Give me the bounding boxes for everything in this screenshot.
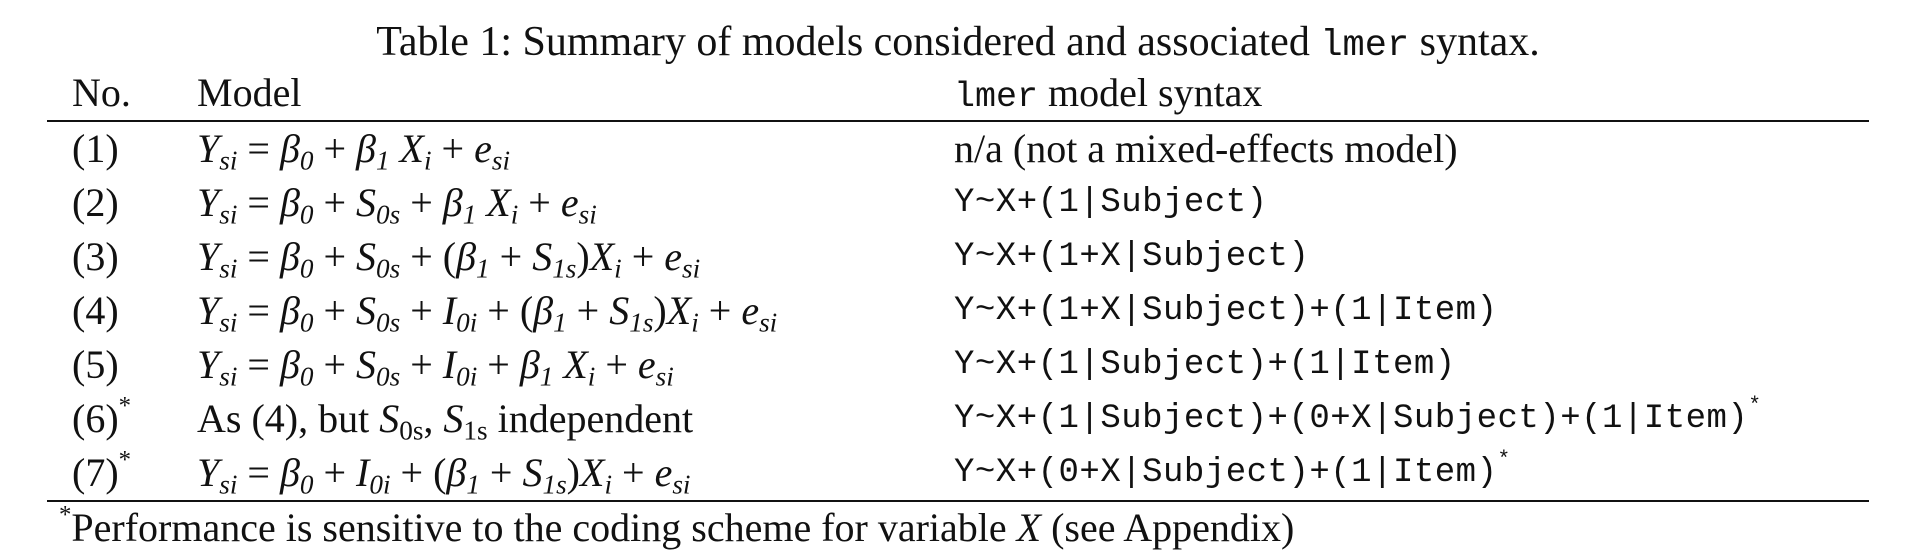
- row-number: (1): [72, 126, 119, 171]
- row-number: (3): [72, 234, 119, 279]
- table-row: (3) Ysi = β0 + S0s + (β1 + S1s)Xi + esi …: [47, 230, 1869, 284]
- model-formula: Ysi = β0 + S0s + I0i + (β1 + S1s)Xi + es…: [197, 288, 778, 338]
- model-syntax: Y~X+(1+X|Subject): [954, 238, 1310, 276]
- header-rule: [47, 120, 1869, 122]
- model-formula: Ysi = β0 + S0s + I0i + β1 Xi + esi: [197, 342, 674, 392]
- model-formula: Ysi = β0 + β1 Xi + esi: [197, 126, 511, 176]
- model-syntax: Y~X+(1+X|Subject)+(1|Item): [954, 292, 1498, 330]
- table-header-row: No. Model lmer model syntax: [47, 68, 1869, 120]
- table-body: (1) Ysi = β0 + β1 Xi + esi n/a (not a mi…: [47, 122, 1869, 500]
- header-syntax-code: lmer: [954, 77, 1039, 117]
- model-syntax: Y~X+(0+X|Subject)+(1|Item)*: [954, 448, 1511, 492]
- footnote-variable: X: [1016, 505, 1042, 550]
- table-footnote: *Performance is sensitive to the coding …: [47, 502, 1869, 558]
- table-row: (4) Ysi = β0 + S0s + I0i + (β1 + S1s)Xi …: [47, 284, 1869, 338]
- row-number: (4): [72, 288, 119, 333]
- model-syntax: n/a (not a mixed-effects model): [954, 126, 1458, 171]
- caption-suffix: syntax.: [1409, 19, 1540, 65]
- table-row: (6)* As (4), but S0s, S1s independent Y~…: [47, 392, 1869, 446]
- model-formula: As (4), but S0s, S1s independent: [197, 396, 694, 446]
- table-row: (5) Ysi = β0 + S0s + I0i + β1 Xi + esi Y…: [47, 338, 1869, 392]
- row-number: (7)*: [72, 446, 132, 495]
- model-syntax: Y~X+(1|Subject): [954, 184, 1268, 222]
- header-syntax: lmer model syntax: [954, 68, 1262, 122]
- table-row: (2) Ysi = β0 + S0s + β1 Xi + esi Y~X+(1|…: [47, 176, 1869, 230]
- caption-code: lmer: [1320, 25, 1410, 67]
- header-no: No.: [72, 70, 131, 115]
- row-number: (5): [72, 342, 119, 387]
- header-syntax-rest: model syntax: [1038, 70, 1263, 115]
- footer-rule: [47, 500, 1869, 502]
- table-caption: Table 1: Summary of models considered an…: [0, 14, 1916, 74]
- model-syntax: Y~X+(1|Subject)+(1|Item): [954, 346, 1456, 384]
- model-formula: Ysi = β0 + I0i + (β1 + S1s)Xi + esi: [197, 450, 691, 500]
- footnote-mark: *: [59, 501, 72, 529]
- row-number: (2): [72, 180, 119, 225]
- table-row: (7)* Ysi = β0 + I0i + (β1 + S1s)Xi + esi…: [47, 446, 1869, 500]
- model-syntax: Y~X+(1|Subject)+(0+X|Subject)+(1|Item)*: [954, 394, 1762, 438]
- footnote-text: *Performance is sensitive to the coding …: [59, 501, 1295, 550]
- model-formula: Ysi = β0 + S0s + (β1 + S1s)Xi + esi: [197, 234, 701, 284]
- row-number: (6)*: [72, 392, 132, 441]
- caption-prefix: Table 1: Summary of models considered an…: [376, 19, 1321, 65]
- table-row: (1) Ysi = β0 + β1 Xi + esi n/a (not a mi…: [47, 122, 1869, 176]
- header-model: Model: [197, 70, 302, 115]
- models-table: No. Model lmer model syntax (1) Ysi = β0…: [47, 68, 1869, 558]
- model-formula: Ysi = β0 + S0s + β1 Xi + esi: [197, 180, 597, 230]
